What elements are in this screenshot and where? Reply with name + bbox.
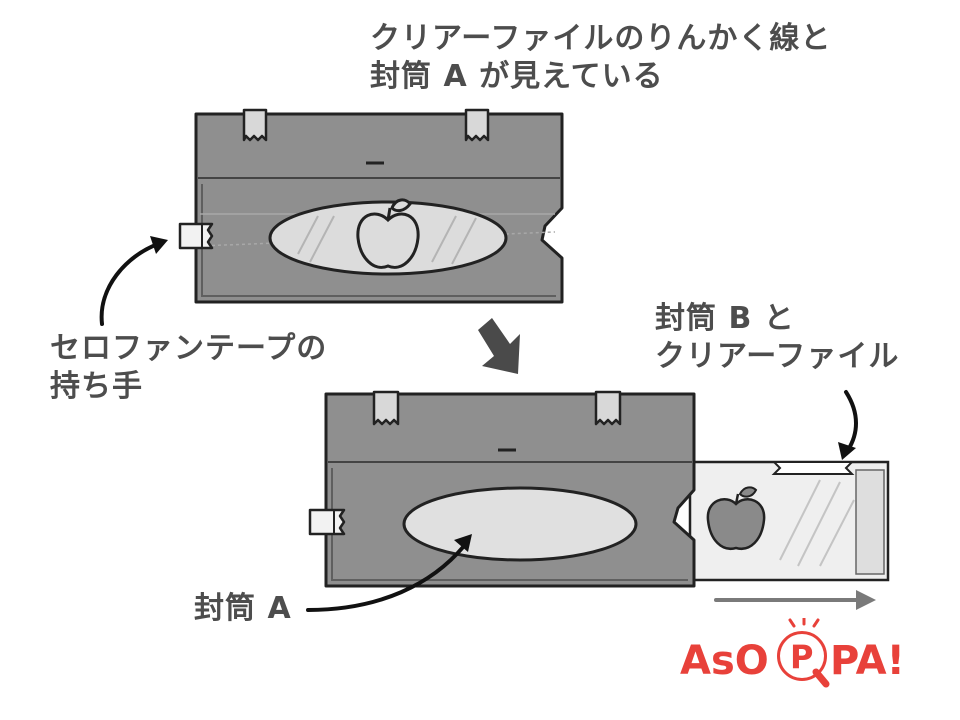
logo-text-mid: P: [790, 638, 813, 676]
envelope-a-pointer-arrow: [306, 534, 472, 612]
right-caption-line2: クリアーファイル: [655, 339, 900, 374]
envelope-b-clear-file: [688, 460, 890, 582]
tape-handle-icon: [308, 508, 346, 536]
apple-icon: [356, 198, 420, 269]
logo-text-left: AsO: [680, 638, 769, 684]
top-caption-line2: 封筒 A が見えている: [370, 59, 664, 94]
magnifier-icon: [777, 618, 830, 688]
top-caption-line1: クリアーファイルのりんかく線と: [370, 21, 832, 56]
bottom-envelope: [308, 390, 890, 588]
right-caption-line1: 封筒 B と: [655, 301, 795, 336]
top-envelope: [178, 108, 564, 304]
left-caption-line2: 持ち手: [50, 369, 143, 404]
envelope-b-pointer-arrow: [838, 390, 858, 460]
left-caption-line1: セロファンテープの: [50, 331, 328, 366]
tape-tab: [242, 108, 268, 142]
asoppa-logo: AsO P PA!: [679, 618, 906, 688]
apple-icon: [706, 486, 766, 551]
tape-tab: [464, 108, 490, 142]
logo-text-right: PA!: [830, 638, 905, 684]
tape-handle-icon: [178, 222, 214, 250]
handle-pointer-arrow: [99, 236, 168, 326]
pull-direction-arrow-icon: [714, 590, 876, 610]
transition-arrow-icon: [478, 318, 520, 374]
bottom-caption: 封筒 A: [194, 591, 292, 626]
